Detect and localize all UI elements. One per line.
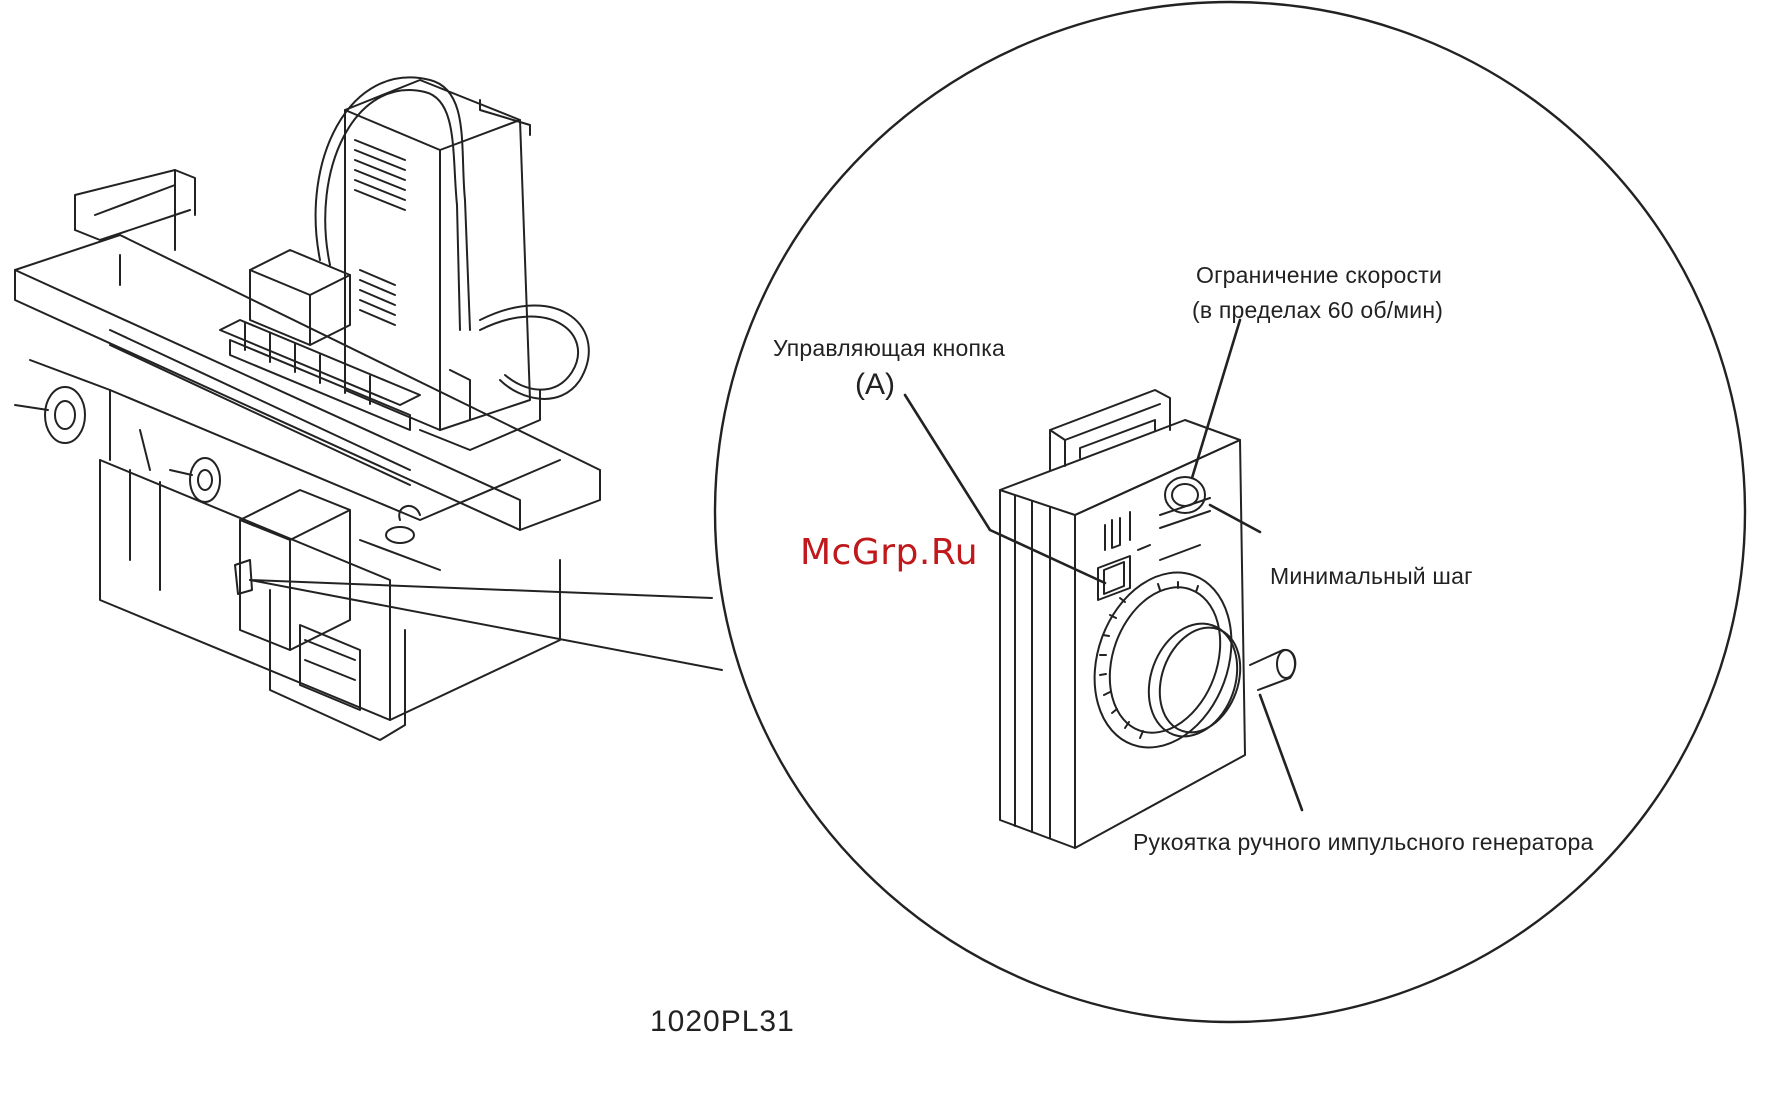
watermark-text: McGrp.Ru [800, 532, 978, 573]
control-button-label: Управляющая кнопка [773, 335, 1005, 362]
grinding-machine [15, 77, 600, 740]
callout-a-label: (A) [855, 368, 895, 402]
handle-label: Рукоятка ручного импульсного генератора [1133, 829, 1594, 856]
speed-limit-label: Ограничение скорости [1196, 262, 1442, 289]
min-step-label: Минимальный шаг [1270, 563, 1473, 590]
zoom-circle [715, 2, 1745, 1022]
speed-limit-range-label: (в пределах 60 об/мин) [1192, 297, 1443, 324]
figure-code: 1020PL31 [650, 1005, 795, 1039]
pendant-generator [1000, 390, 1295, 848]
leader-lines-to-zoom [250, 580, 722, 670]
